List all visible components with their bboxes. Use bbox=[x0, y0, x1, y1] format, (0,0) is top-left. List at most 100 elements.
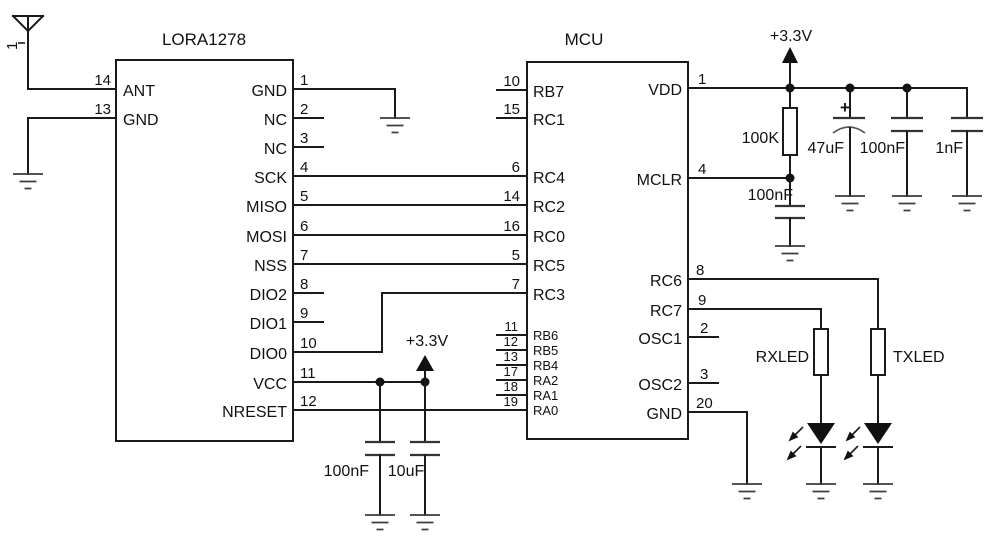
mcu-num-2: 2 bbox=[700, 320, 708, 337]
vcc-rail-label: +3.3V bbox=[406, 333, 449, 350]
lora-pin-dio1: DIO1 bbox=[250, 316, 287, 333]
mcu-num-14: 14 bbox=[503, 188, 520, 205]
lora-module: LORA1278 14 ANT 13 GND GND NC NC SCK MIS… bbox=[94, 30, 317, 442]
ground-symbol bbox=[951, 195, 983, 212]
mcu-num-1: 1 bbox=[698, 71, 706, 88]
lora-pin-dio2: DIO2 bbox=[250, 287, 287, 304]
mcu-num-13: 13 bbox=[504, 349, 518, 364]
antenna-wiring bbox=[12, 88, 117, 190]
mcu-pin-rc0: RC0 bbox=[533, 229, 565, 246]
mcu-num-8: 8 bbox=[696, 262, 704, 279]
tx-led-icon bbox=[864, 423, 892, 444]
mcu-pin-rc4: RC4 bbox=[533, 170, 565, 187]
power-arrow-icon bbox=[782, 47, 798, 63]
lora-pin-sck: SCK bbox=[254, 170, 287, 187]
mcu-module: MCU RB7 RC1 RC4 RC2 RC0 RC5 RC3 RB6 RB5 … bbox=[496, 30, 719, 440]
mcu-num-5: 5 bbox=[512, 247, 520, 264]
lora-num-7: 7 bbox=[300, 247, 308, 264]
decoupling-cap1-label: 100nF bbox=[860, 140, 906, 157]
lora-num-12: 12 bbox=[300, 393, 317, 410]
mcu-pin-rc2: RC2 bbox=[533, 199, 565, 216]
lora-pin-ant: ANT bbox=[123, 83, 155, 100]
mcu-num-7: 7 bbox=[512, 276, 520, 293]
mcu-num-3: 3 bbox=[700, 366, 708, 383]
mcu-num-17: 17 bbox=[504, 364, 518, 379]
lora-pin-nc1: NC bbox=[264, 112, 287, 129]
tx-led-resistor bbox=[870, 328, 886, 376]
pullup-resistor bbox=[782, 107, 798, 156]
power-arrow-icon bbox=[416, 355, 434, 371]
lora-num-9: 9 bbox=[300, 305, 308, 322]
led-light-arrow-icon bbox=[788, 426, 804, 442]
lora-num-11: 11 bbox=[300, 365, 316, 382]
bulk-cap-label: 47uF bbox=[808, 140, 845, 157]
lora-num-6: 6 bbox=[300, 218, 308, 235]
lora-num-5: 5 bbox=[300, 188, 308, 205]
lora-pin-mosi: MOSI bbox=[246, 229, 287, 246]
lora-wiring bbox=[292, 88, 528, 411]
ground-symbol bbox=[774, 245, 806, 262]
mcu-box bbox=[526, 61, 689, 440]
tx-led-label: TXLED bbox=[893, 349, 945, 366]
bulk-cap-plus-sign: + bbox=[840, 98, 850, 117]
antenna-symbol: 1 bbox=[4, 14, 45, 90]
pullup-resistor-label: 100K bbox=[742, 130, 780, 147]
led-light-arrow-icon bbox=[845, 426, 861, 442]
ground-symbol bbox=[731, 483, 763, 500]
led-section: RXLED TXLED bbox=[687, 278, 945, 500]
mcu-pin-vdd: VDD bbox=[648, 82, 682, 99]
mcu-pin-ra0: RA0 bbox=[533, 403, 558, 418]
ground-symbol bbox=[379, 117, 411, 134]
lora-num-10: 10 bbox=[300, 335, 317, 352]
lora-pin-nreset: NRESET bbox=[222, 404, 287, 421]
vdd-rail-label: +3.3V bbox=[770, 28, 813, 45]
rx-led-resistor bbox=[813, 328, 829, 376]
mcu-pin-gnd: GND bbox=[646, 406, 682, 423]
mcu-num-16: 16 bbox=[503, 218, 520, 235]
lora-box bbox=[115, 59, 294, 442]
mcu-pin-rc6: RC6 bbox=[650, 273, 682, 290]
mcu-num-4: 4 bbox=[698, 161, 706, 178]
mcu-num-9: 9 bbox=[698, 292, 706, 309]
lora-pin-nss: NSS bbox=[254, 258, 287, 275]
mcu-num-12: 12 bbox=[504, 334, 518, 349]
vcc-cap1-label: 100nF bbox=[324, 463, 370, 480]
ground-symbol bbox=[834, 195, 866, 212]
lora-pin-gnd-left: GND bbox=[123, 112, 159, 129]
vcc-power-section: +3.3V 100nF 10uF bbox=[324, 333, 449, 531]
rx-led-label: RXLED bbox=[756, 349, 809, 366]
mcu-pin-rc3: RC3 bbox=[533, 287, 565, 304]
rx-led-icon bbox=[807, 423, 835, 444]
lora-num-3: 3 bbox=[300, 130, 308, 147]
ground-symbol bbox=[891, 195, 923, 212]
ground-symbol bbox=[364, 514, 396, 531]
ground-symbol bbox=[862, 483, 894, 500]
mcu-num-15: 15 bbox=[503, 101, 520, 118]
mcu-pin-rb7: RB7 bbox=[533, 84, 564, 101]
mcu-pin-mclr: MCLR bbox=[637, 172, 682, 189]
lora-pin-vcc: VCC bbox=[253, 376, 287, 393]
mclr-cap-label: 100nF bbox=[748, 187, 794, 204]
mcu-num-19: 19 bbox=[504, 394, 518, 409]
mcu-pin-rc1: RC1 bbox=[533, 112, 565, 129]
lora-num-4: 4 bbox=[300, 159, 308, 176]
lora-pin13-num: 13 bbox=[94, 101, 111, 118]
lora-pin-miso: MISO bbox=[246, 199, 287, 216]
mcu-num-11: 11 bbox=[505, 319, 519, 334]
mcu-num-10: 10 bbox=[503, 73, 520, 90]
mcu-num-18: 18 bbox=[504, 379, 518, 394]
ground-symbol bbox=[12, 173, 44, 190]
mcu-num-6: 6 bbox=[512, 159, 520, 176]
mcu-pin-ra2: RA2 bbox=[533, 373, 558, 388]
mcu-pin-rc5: RC5 bbox=[533, 258, 565, 275]
mcu-pin-rb6: RB6 bbox=[533, 328, 558, 343]
mcu-pin-rb4: RB4 bbox=[533, 358, 558, 373]
lora-pin14-num: 14 bbox=[94, 72, 111, 89]
lora-title: LORA1278 bbox=[162, 30, 246, 49]
mcu-num-20: 20 bbox=[696, 395, 713, 412]
mcu-pin-osc2: OSC2 bbox=[638, 377, 682, 394]
lora-pin-gnd: GND bbox=[251, 83, 287, 100]
lora-num-2: 2 bbox=[300, 101, 308, 118]
